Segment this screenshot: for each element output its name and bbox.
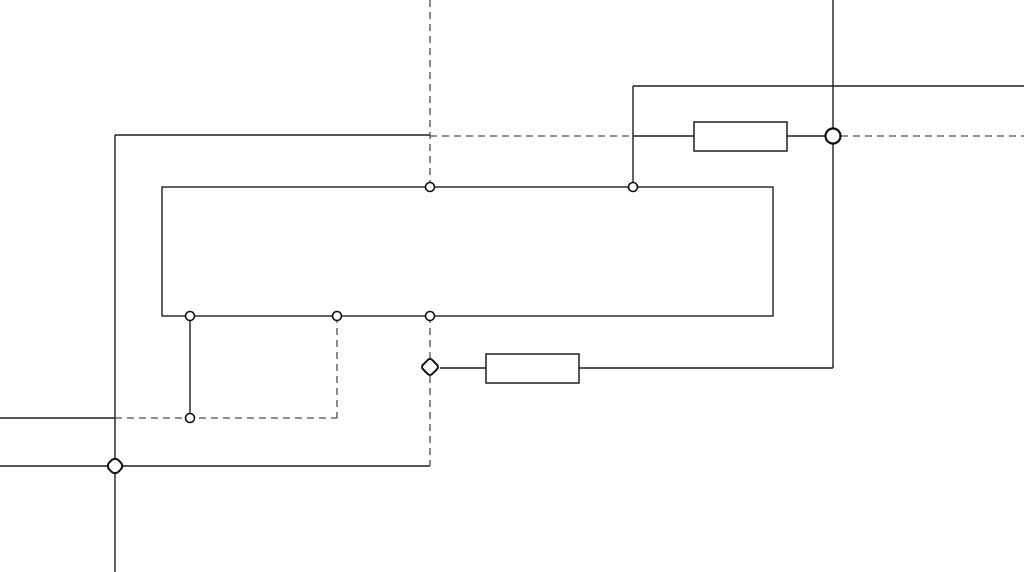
port-node-bottom-2[interactable] bbox=[331, 310, 343, 322]
port-node-top-1[interactable] bbox=[424, 181, 436, 193]
diamond-node-middle[interactable] bbox=[421, 358, 439, 376]
junction-node-large[interactable] bbox=[824, 127, 842, 145]
port-node-bottom-3[interactable] bbox=[424, 310, 436, 322]
junction-node-small[interactable] bbox=[184, 412, 196, 424]
diamond-node-bottom-left[interactable] bbox=[106, 457, 124, 475]
port-node-top-2[interactable] bbox=[627, 181, 639, 193]
component-box-top[interactable] bbox=[693, 121, 788, 152]
component-box-bottom[interactable] bbox=[485, 353, 580, 384]
main-block[interactable] bbox=[161, 186, 774, 317]
port-node-bottom-1[interactable] bbox=[184, 310, 196, 322]
